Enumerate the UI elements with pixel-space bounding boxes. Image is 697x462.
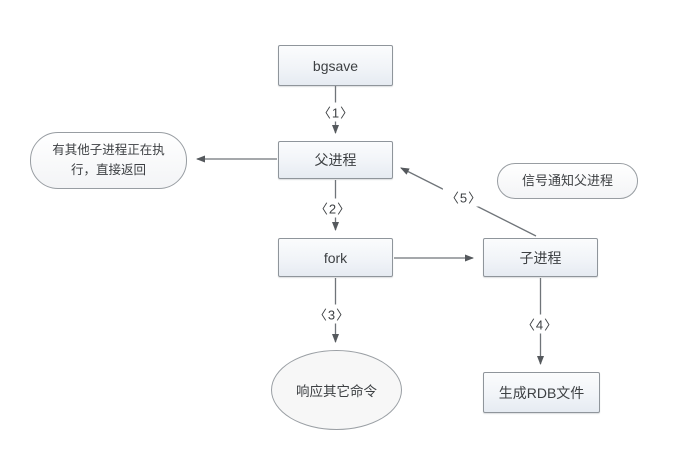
- node-child-process: 子进程: [483, 238, 598, 277]
- step-label-1: 〈1〉: [314, 102, 358, 122]
- node-fork: fork: [278, 238, 393, 277]
- node-respond-other-commands: 响应其它命令: [271, 350, 402, 430]
- node-generate-rdb-file: 生成RDB文件: [483, 372, 600, 413]
- step-label-2: 〈2〉: [311, 198, 355, 218]
- step-label-5: 〈5〉: [442, 187, 486, 207]
- node-other-child-running-return: 有其他子进程正在执行，直接返回: [30, 132, 187, 189]
- node-parent-process: 父进程: [278, 141, 393, 179]
- node-signal-notify-parent: 信号通知父进程: [497, 163, 638, 199]
- step-label-3: 〈3〉: [310, 304, 354, 324]
- node-bgsave: bgsave: [278, 45, 393, 86]
- step-label-4: 〈4〉: [518, 314, 562, 334]
